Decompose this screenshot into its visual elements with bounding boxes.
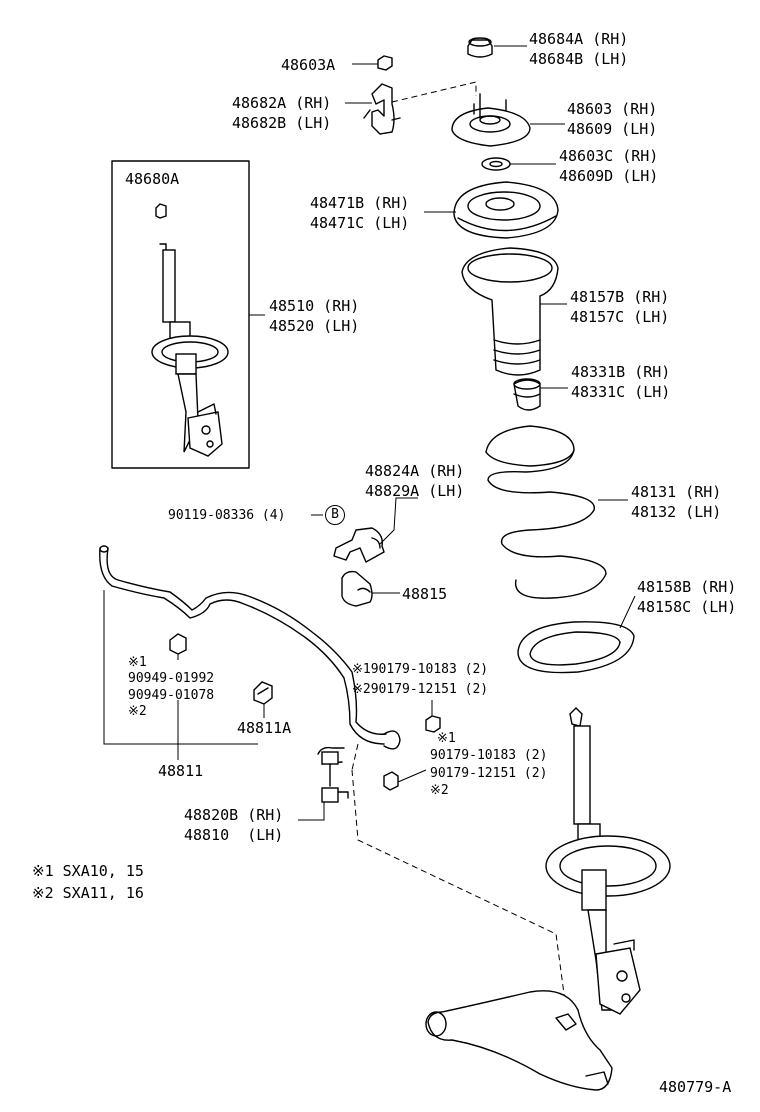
label-90949-note2: ※2 bbox=[128, 704, 147, 719]
strut-installed-part bbox=[545, 707, 671, 1015]
label-48510: 48510 (RH) bbox=[269, 297, 360, 315]
label-48157c: 48157C (LH) bbox=[570, 308, 670, 326]
label-90179-bot-note2: ※2 bbox=[430, 783, 449, 798]
lower-arm-part bbox=[425, 990, 613, 1091]
label-90949-01078: 90949-01078 bbox=[128, 688, 215, 703]
label-48131: 48131 (RH) bbox=[631, 483, 722, 501]
label-48609: 48609 (LH) bbox=[567, 120, 658, 138]
label-48603: 48603 (RH) bbox=[567, 100, 658, 118]
bracket-48682-part bbox=[363, 83, 401, 135]
bar-bushing-part bbox=[169, 633, 273, 705]
label-48680a: 48680A bbox=[125, 170, 180, 188]
label-48684b: 48684B (LH) bbox=[529, 50, 629, 68]
label-48829a: 48829A (LH) bbox=[365, 482, 465, 500]
nut-48603a-part bbox=[377, 55, 393, 71]
label-48682b: 48682B (LH) bbox=[232, 114, 332, 132]
stabilizer-bar-part bbox=[99, 545, 401, 750]
label-48520: 48520 (LH) bbox=[269, 317, 360, 335]
label-48815: 48815 bbox=[402, 585, 448, 603]
label-48603a: 48603A bbox=[281, 56, 336, 74]
label-48811a: 48811A bbox=[237, 719, 292, 737]
label-48811: 48811 bbox=[158, 762, 204, 780]
coil-spring-part bbox=[485, 425, 607, 599]
bushing-part bbox=[341, 570, 373, 607]
shock-absorber-part bbox=[151, 203, 229, 457]
strut-assembly-box bbox=[111, 160, 250, 469]
label-48810: 48810 (LH) bbox=[184, 826, 284, 844]
label-48157b: 48157B (RH) bbox=[570, 288, 670, 306]
dust-boot-part bbox=[461, 247, 559, 376]
dust-cap-part bbox=[467, 37, 493, 58]
label-48820b: 48820B (RH) bbox=[184, 806, 284, 824]
label-90179-12151: 90179-12151 (2) bbox=[430, 766, 548, 781]
label-48609d: 48609D (LH) bbox=[559, 167, 659, 185]
label-90179-top-2: ※290179-12151 (2) bbox=[352, 682, 489, 697]
label-90949-note1: ※1 bbox=[128, 655, 147, 670]
note-sxa11: ※2 SXA11, 16 bbox=[32, 884, 144, 902]
label-48158b: 48158B (RH) bbox=[637, 578, 737, 596]
label-48471b: 48471B (RH) bbox=[310, 194, 410, 212]
label-90179-top-1: ※190179-10183 (2) bbox=[352, 662, 489, 677]
label-90119: 90119-08336 (4) bbox=[168, 508, 286, 523]
bump-stopper-part bbox=[513, 378, 541, 411]
spring-insulator-part bbox=[517, 621, 635, 674]
bushing-bracket-part bbox=[333, 527, 385, 563]
label-90179-10183: 90179-10183 (2) bbox=[430, 748, 548, 763]
label-48331c: 48331C (LH) bbox=[571, 383, 671, 401]
label-48331b: 48331B (RH) bbox=[571, 363, 671, 381]
label-48132: 48132 (LH) bbox=[631, 503, 722, 521]
label-48471c: 48471C (LH) bbox=[310, 214, 410, 232]
stabilizer-link-part bbox=[317, 746, 349, 803]
upper-support-part bbox=[451, 93, 531, 147]
label-48682a: 48682A (RH) bbox=[232, 94, 332, 112]
note-sxa10: ※1 SXA10, 15 bbox=[32, 862, 144, 880]
label-48684a: 48684A (RH) bbox=[529, 30, 629, 48]
figure-id: 480779-A bbox=[659, 1078, 732, 1096]
badge-b: B bbox=[325, 505, 345, 525]
label-48603c: 48603C (RH) bbox=[559, 147, 659, 165]
washer-part bbox=[481, 157, 511, 171]
spring-seat-part bbox=[453, 181, 559, 239]
label-48824a: 48824A (RH) bbox=[365, 462, 465, 480]
label-48158c: 48158C (LH) bbox=[637, 598, 737, 616]
label-90949-01992: 90949-01992 bbox=[128, 671, 215, 686]
label-90179-bot-note1: ※1 bbox=[437, 731, 456, 746]
badge-b-letter: B bbox=[331, 507, 339, 522]
